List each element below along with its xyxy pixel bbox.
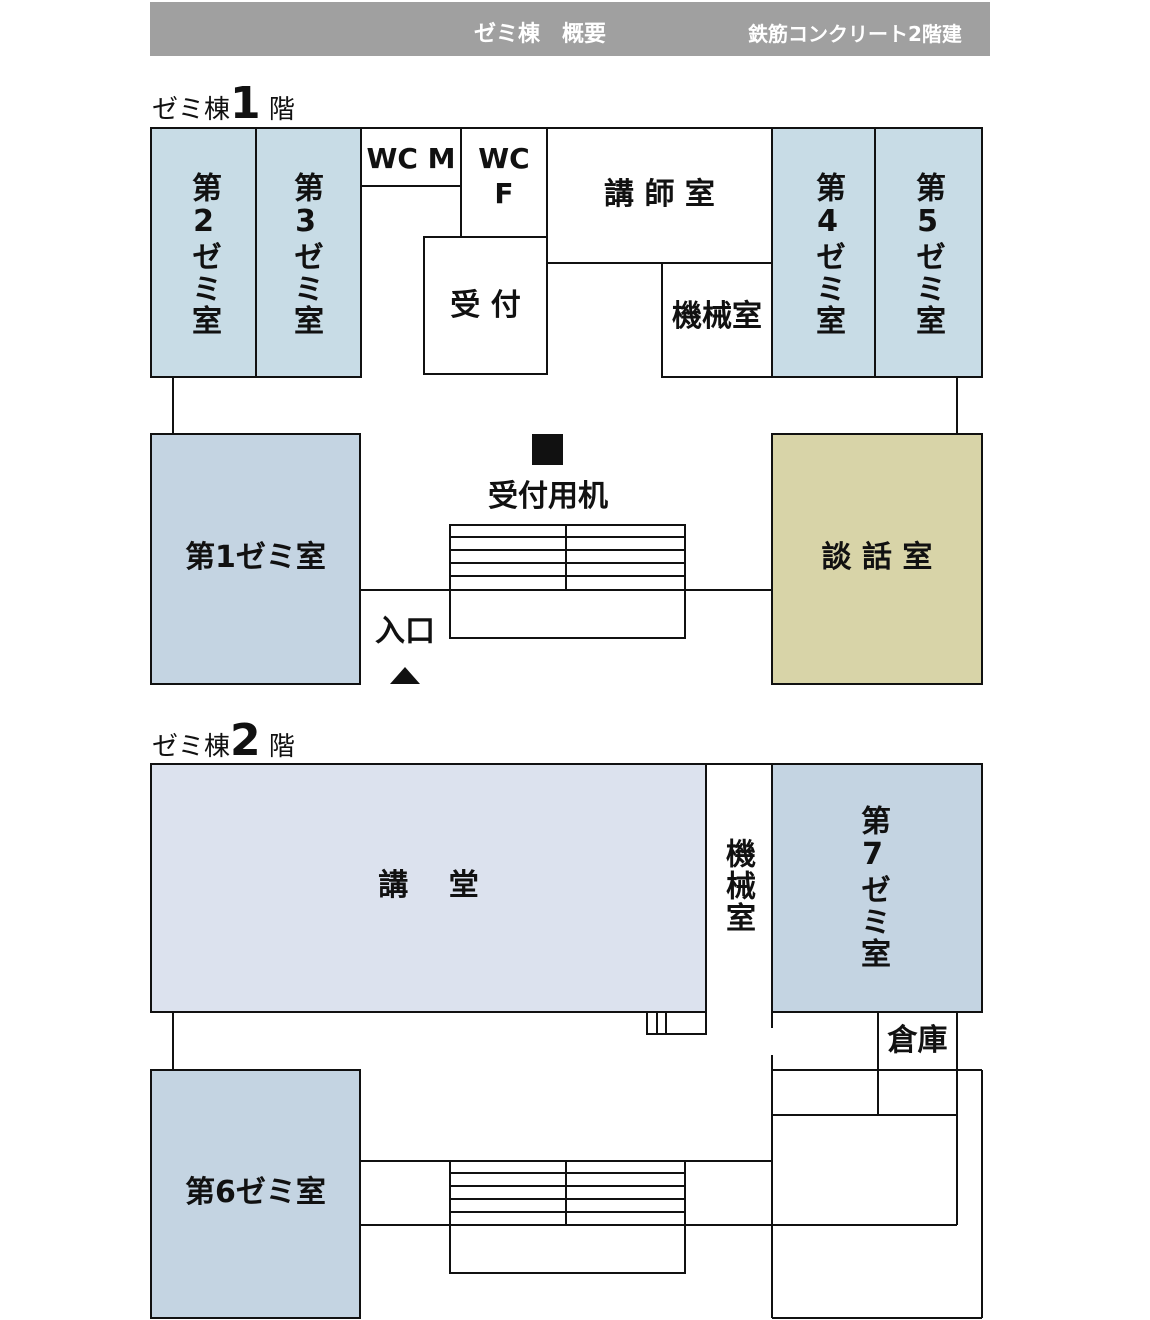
floor-prefix: ゼミ棟 [152,732,231,762]
header-title: ゼミ棟 概要 [474,22,607,47]
header-bar: ゼミ棟 概要 鉄筋コンクリート2階建 [150,2,990,56]
floor2-title: ゼミ棟2 階 [152,715,295,766]
label-machine-room: 機械室 [672,299,762,334]
stair-steps-2f [450,1161,685,1225]
label-lounge: 談 話 室 [821,540,933,575]
desk-marker-icon [532,434,563,465]
floor-prefix: ゼミ棟 [152,95,231,125]
room-seminar3 [255,127,362,378]
label-seminar4: 第4ゼミ室 [810,172,845,337]
label-reception-desk: 受付用机 [488,479,608,514]
room-lecturer [546,127,773,264]
room-seminar7 [771,763,983,1013]
label-machine-room-2f: 機械室 [720,838,755,934]
floor-suffix: 階 [268,732,295,762]
entrance-arrow-icon [390,667,420,684]
label-seminar1: 第1ゼミ室 [185,540,326,575]
room-hall [150,763,707,1013]
label-reception: 受 付 [450,288,521,323]
room-lounge [771,433,983,685]
label-seminar5: 第5ゼミ室 [910,172,945,337]
floor1-title: ゼミ棟1 階 [152,78,295,129]
label-hall: 講 堂 [378,868,479,903]
label-wc-m: WC M [366,142,456,175]
room-reception [423,236,548,375]
room-wc-f [460,127,548,238]
room-seminar5 [874,127,983,378]
label-wc-f2: F [494,177,514,210]
label-seminar6: 第6ゼミ室 [185,1175,326,1210]
stairs-1f [449,524,686,639]
label-storage: 倉庫 [887,1023,948,1058]
floor-suffix: 階 [268,95,295,125]
room-seminar1 [150,433,361,685]
stairs-2f [449,1160,686,1274]
label-seminar3: 第3ゼミ室 [288,172,323,337]
floor-number: 2 [230,715,261,766]
floor-number: 1 [230,78,261,129]
label-seminar7: 第7ゼミ室 [855,805,890,970]
label-entrance: 入口 [375,614,435,649]
label-seminar2: 第2ゼミ室 [186,172,221,337]
room-wc-m [360,127,462,187]
room-seminar4 [771,127,876,378]
label-lecturer: 講 師 室 [604,177,715,212]
header-structure: 鉄筋コンクリート2階建 [748,22,962,46]
room-machine1 [661,262,773,378]
stair-steps-1f [450,525,685,590]
label-wc-f1: WC [478,142,530,175]
room-seminar6 [150,1069,361,1319]
